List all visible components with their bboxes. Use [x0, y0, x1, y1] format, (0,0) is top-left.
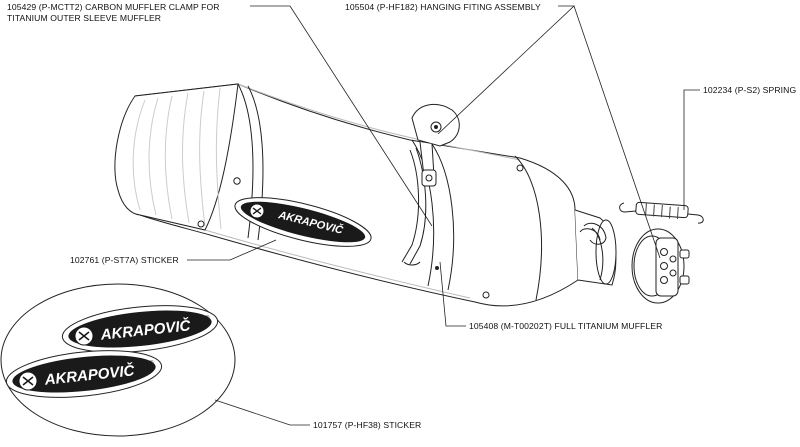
- label-sticker-sheet: 101757 (P-HF38) STICKER: [313, 420, 421, 430]
- muffler-sticker: AKRAPOVIČ: [234, 197, 372, 247]
- full-titanium-muffler: [114, 83, 617, 307]
- muffler-rear-collar: [514, 155, 542, 301]
- sheet-sticker-2: AKRAPOVIČ ®: [5, 350, 163, 398]
- outlet-clamp-ring: [631, 228, 690, 304]
- muffler-band: [411, 139, 435, 287]
- sheet-sticker-1-registered-mark: ®: [205, 315, 210, 322]
- rivet: [197, 220, 205, 228]
- sticker-sheet: AKRAPOVIČ ® AKRAPOVIČ ®: [0, 283, 236, 437]
- leader-hanging: [437, 5, 576, 135]
- leader-spring: [683, 89, 700, 210]
- label-sticker-small: 102761 (P-ST7A) STICKER: [70, 255, 179, 265]
- pipe-u-bolt: [583, 222, 607, 245]
- leader-sticker-small: [187, 239, 277, 261]
- label-clamp-line2: TITANIUM OUTER SLEEVE MUFFLER: [7, 13, 161, 23]
- muffler-sleeve: [134, 83, 579, 307]
- rivet: [516, 164, 524, 172]
- label-hanging-fitting: 105504 (P-HF182) HANGING FITING ASSEMBLY: [345, 2, 541, 12]
- sheet-sticker-2-registered-mark: ®: [149, 360, 154, 367]
- sheet-sticker-1: AKRAPOVIČ ®: [61, 305, 219, 353]
- label-muffler: 105408 (M-T00202T) FULL TITANIUM MUFFLER: [469, 321, 662, 331]
- muffler-end-cap: [114, 83, 239, 231]
- label-clamp-line1: 105429 (P-MCTT2) CARBON MUFFLER CLAMP FO…: [7, 2, 220, 12]
- label-spring: 102234 (P-S2) SPRING: [703, 85, 796, 95]
- leader-clamp: [250, 5, 433, 227]
- hanging-fitting-assembly: [411, 103, 460, 187]
- carbon-muffler-clamp: [401, 147, 427, 266]
- leader-hanging-ring: [573, 5, 661, 259]
- muffler-bottom-edge: [204, 229, 471, 299]
- leader-sticker-sheet: [214, 399, 310, 426]
- spring-part: [619, 201, 704, 224]
- leader-muffler: [439, 261, 466, 327]
- rivet: [482, 291, 490, 299]
- leader-lines: [187, 5, 700, 426]
- rivet: [233, 177, 241, 185]
